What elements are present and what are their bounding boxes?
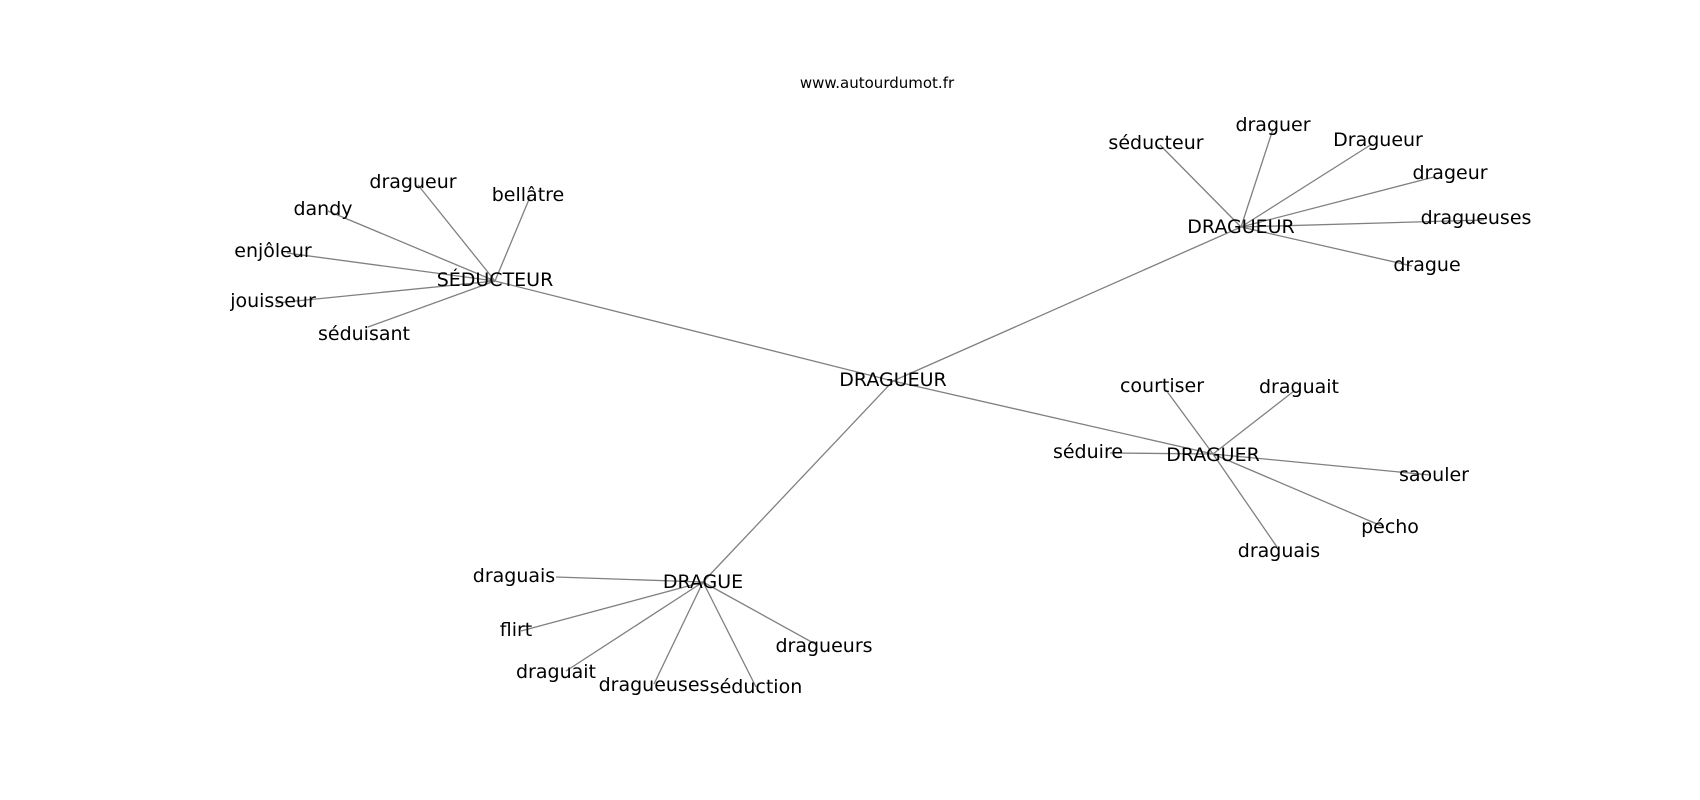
edge-seducteur-leaf-5 [367,280,496,328]
edge-drague-leaf-2 [565,581,704,672]
edge-drague-leaf-4 [702,581,757,688]
edge-draguer-leaf-2 [1109,452,1214,455]
cluster-node-dragueur: DRAGUEUR [1187,216,1294,238]
leaf-node-dragueur-4: dragueuses [1421,207,1532,229]
leaf-node-seducteur-3: enjôleur [234,240,312,262]
leaf-node-drague-1: flirt [500,619,533,641]
edge-dragueur-leaf-2 [1240,143,1373,228]
leaf-node-dragueur-2: Dragueur [1333,129,1423,151]
leaf-node-drague-5: dragueurs [775,635,872,657]
center-node: DRAGUEUR [839,369,946,391]
edge-seducteur-leaf-1 [494,196,531,282]
leaf-node-drague-4: séduction [710,676,803,698]
leaf-node-drague-3: dragueuses [599,674,710,696]
edge-dragueur-leaf-0 [1159,144,1242,228]
edge-drague-leaf-3 [653,581,704,685]
leaf-node-draguer-2: séduire [1053,441,1123,463]
cluster-node-seducteur: SÉDUCTEUR [437,268,554,291]
leaf-node-drague-2: draguait [516,661,596,683]
edge-seducteur-leaf-3 [286,252,496,282]
edge-drague-leaf-1 [520,581,704,632]
leaf-node-draguer-5: draguais [1238,540,1320,562]
edge-center-dragueur [892,226,1242,382]
edge-seducteur-leaf-0 [417,184,496,282]
edge-draguer-leaf-0 [1165,389,1214,455]
leaf-node-dragueur-3: drageur [1412,162,1487,184]
leaf-node-seducteur-5: séduisant [318,323,410,345]
leaf-node-draguer-4: pécho [1361,516,1419,538]
cluster-node-draguer: DRAGUER [1166,444,1260,466]
edge-draguer-leaf-5 [1212,453,1278,548]
site-label: www.autourdumot.fr [800,74,955,92]
edges-layer [275,128,1485,688]
leaf-node-dragueur-1: draguer [1235,114,1310,136]
edge-draguer-leaf-3 [1212,453,1431,476]
leaf-node-seducteur-2: dandy [293,198,352,220]
leaf-node-dragueur-0: séducteur [1108,132,1203,154]
leaf-node-draguer-3: saouler [1399,464,1469,486]
edge-drague-leaf-0 [555,576,704,583]
edge-draguer-leaf-1 [1212,390,1295,455]
edge-draguer-leaf-4 [1212,453,1385,528]
cluster-node-drague: DRAGUE [663,571,743,593]
leaf-node-seducteur-4: jouisseur [229,290,316,312]
edge-center-draguer [892,380,1214,455]
edge-dragueur-leaf-5 [1240,226,1413,267]
leaf-node-seducteur-0: dragueur [369,171,456,193]
leaf-node-draguer-0: courtiser [1120,375,1204,397]
edge-seducteur-leaf-2 [327,210,496,282]
leaf-node-dragueur-5: drague [1393,254,1460,276]
edge-drague-leaf-5 [702,581,818,646]
leaf-node-drague-0: draguais [473,565,555,587]
edge-dragueur-leaf-1 [1240,128,1274,228]
leaf-node-draguer-1: draguait [1259,376,1339,398]
edge-dragueur-leaf-4 [1240,219,1485,228]
labels-layer: www.autourdumot.fr DRAGUEUR SÉDUCTEUR dra… [229,74,1531,698]
edge-center-drague [702,380,894,583]
edge-dragueur-leaf-3 [1240,176,1435,228]
edge-seducteur-leaf-4 [275,280,496,304]
leaf-node-seducteur-1: bellâtre [492,184,564,206]
edge-center-seducteur [494,280,894,382]
